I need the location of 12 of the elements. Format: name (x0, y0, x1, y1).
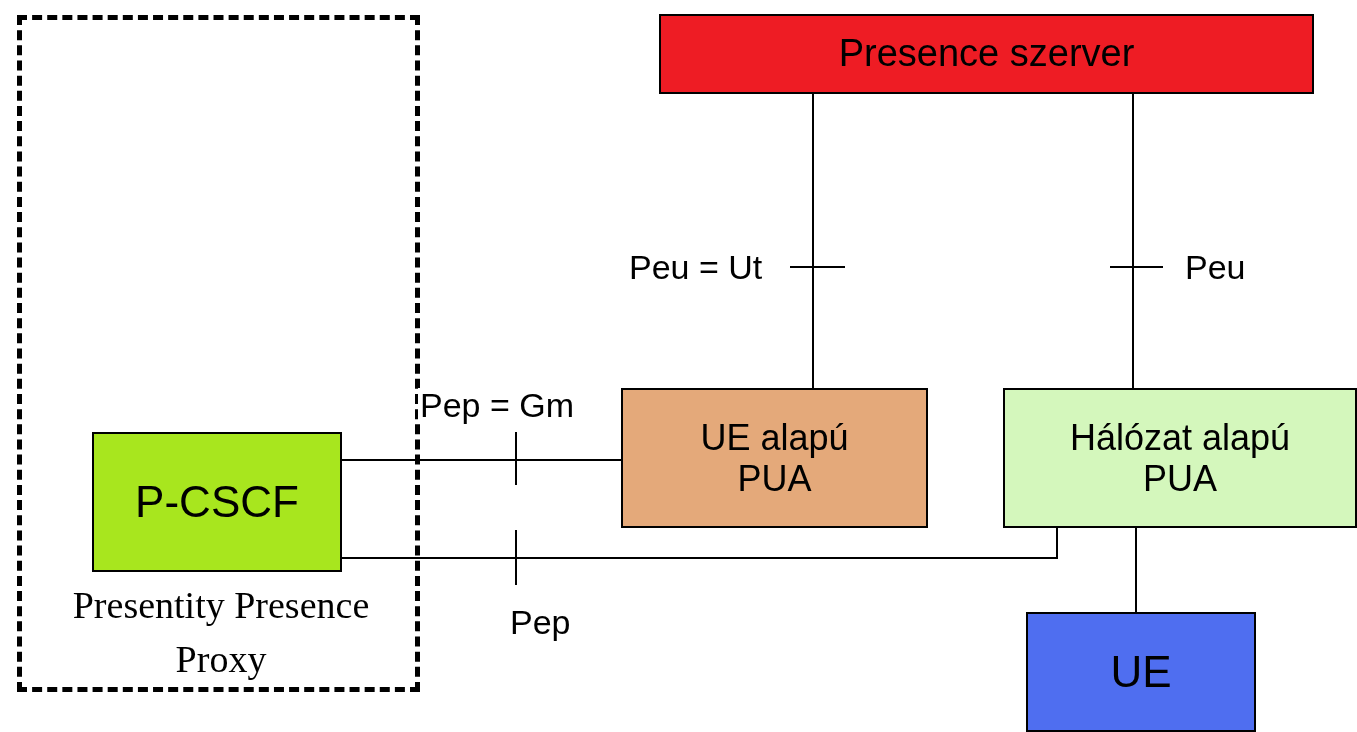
process-box (659, 14, 1314, 94)
dashed-group-box (17, 15, 420, 692)
node-label: P-CSCF (134, 476, 300, 528)
node-label: Hálózat alapú PUA (1068, 416, 1292, 500)
process-box (1003, 388, 1357, 528)
process-box (1026, 612, 1256, 732)
node-label: UE (1109, 646, 1173, 698)
node-label: Presence szerver (837, 32, 1136, 76)
process-box (92, 432, 342, 572)
group-label: Presentity Presence Proxy (71, 583, 371, 682)
process-box (621, 388, 928, 528)
node-label: UE alapú PUA (699, 416, 850, 500)
